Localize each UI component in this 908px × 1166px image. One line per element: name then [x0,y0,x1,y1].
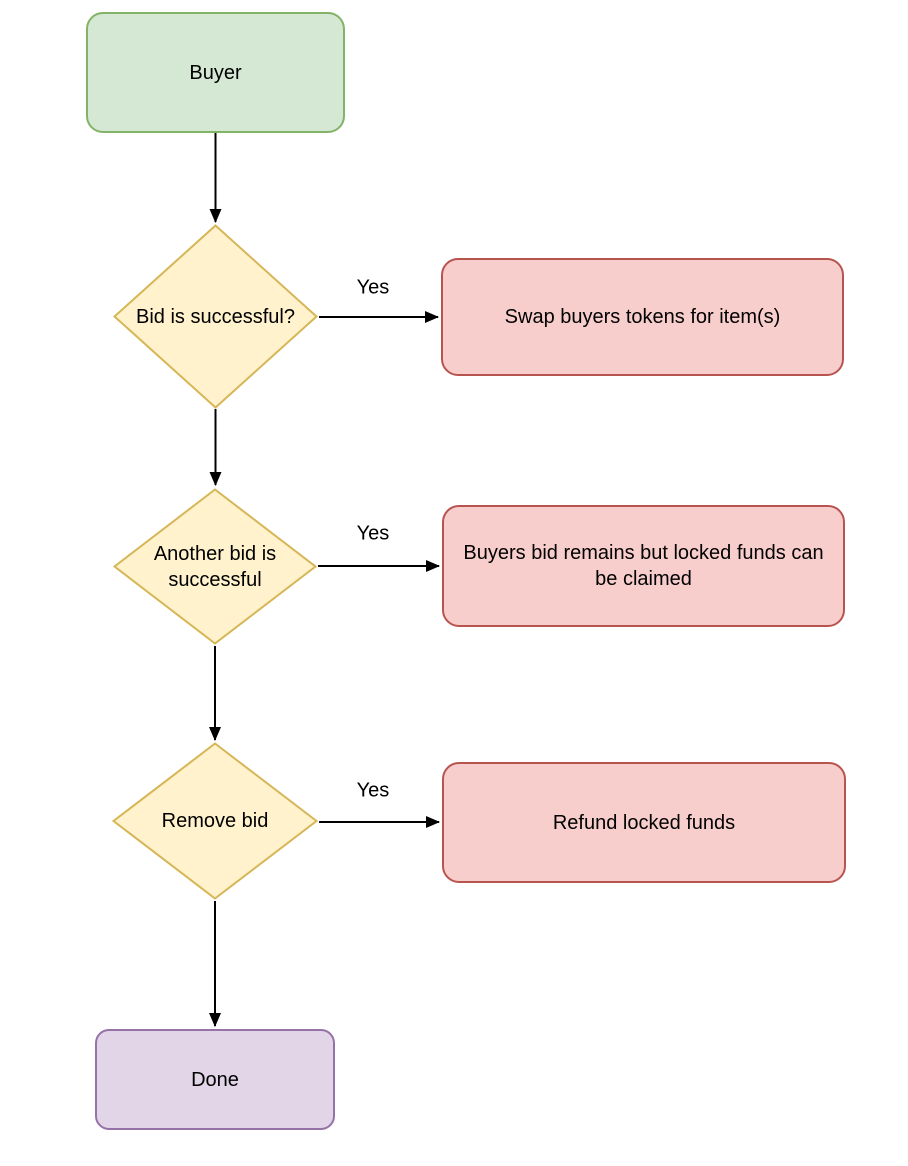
diamond-shape-bid-successful [113,224,318,409]
node-swap-tokens-label: Swap buyers tokens for item(s) [504,306,781,328]
node-bid-successful-label: Bid is successful? [136,305,295,328]
node-done-label: Done [191,1068,239,1091]
edge-label-yes-bid-successful: Yes [353,276,393,300]
node-buyer: Buyer [86,12,345,133]
diamond-shape-remove-bid [112,742,318,900]
node-another-bid-label: Another bid is successful [153,542,277,591]
node-bid-remains-label: Buyers bid remains but locked funds can … [463,542,824,590]
node-swap-tokens: Swap buyers tokens for item(s) [441,258,844,376]
diamond-shape [113,224,318,409]
node-refund-label: Refund locked funds [552,811,736,834]
edge-label-yes-another-bid: Yes [353,522,393,546]
node-buyer-label: Buyer [189,61,242,84]
node-another-bid: Another bid is successful [113,488,317,645]
diamond-shape [113,488,317,645]
diamond-shape [112,742,318,900]
node-refund: Refund locked funds [442,762,846,883]
diamond-shape-another-bid [113,488,317,645]
edge-label-yes-remove-bid: Yes [353,779,393,803]
node-bid-remains: Buyers bid remains but locked funds can … [442,505,845,627]
node-remove-bid: Remove bid [112,742,318,900]
node-remove-bid-label: Remove bid [161,810,269,832]
node-bid-successful: Bid is successful? [113,224,318,409]
node-done: Done [95,1029,335,1130]
